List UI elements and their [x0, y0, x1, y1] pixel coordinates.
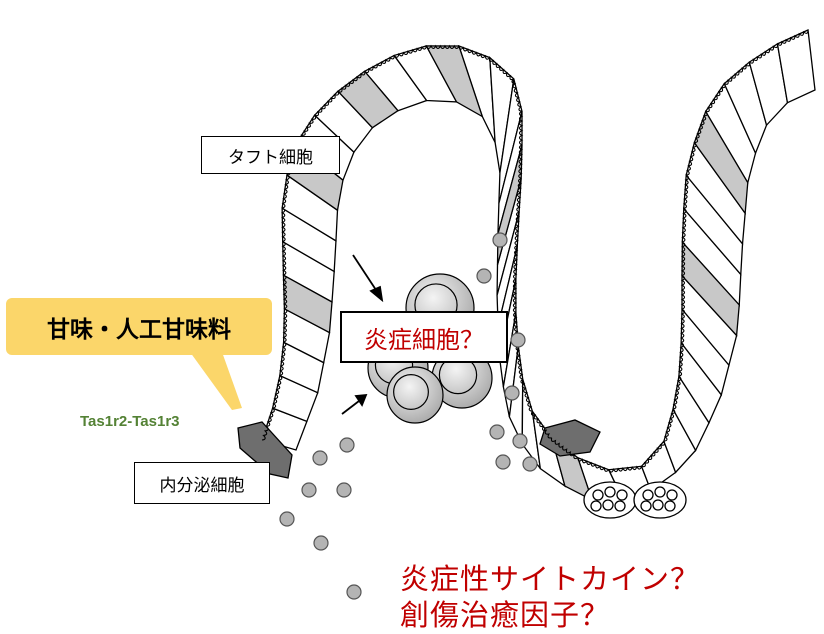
microvilli [281, 241, 287, 276]
enteroendocrine-cells [237, 419, 601, 479]
microvilli [282, 274, 288, 310]
secreted-dot [346, 584, 362, 600]
receptor-label: Tas1r2-Tas1r3 [80, 413, 180, 430]
secreted-dot [492, 232, 508, 248]
microvilli [705, 83, 726, 113]
microvilli [724, 61, 751, 85]
microvilli [393, 45, 427, 58]
inflammatory-cell [386, 366, 444, 424]
secreted-factors [279, 232, 538, 600]
paneth-granule [666, 489, 678, 501]
microvilli [530, 410, 552, 439]
tuft-cell [336, 70, 399, 129]
microvilli [511, 78, 523, 112]
microvilli [261, 407, 275, 441]
paneth-granule [664, 500, 676, 512]
microvilli [520, 378, 533, 412]
secreted-dot [489, 424, 505, 440]
inflammatory-cell-label: 炎症細胞？ [340, 311, 508, 363]
microvilli [681, 208, 687, 243]
paneth-granule [642, 489, 654, 501]
brush-border [261, 29, 809, 473]
paneth-granule [590, 500, 602, 512]
microvilli [686, 142, 697, 176]
secreted-dot [504, 385, 520, 401]
microvilli [694, 111, 708, 144]
microvilli [641, 441, 666, 468]
arrows [341, 254, 384, 415]
tuft-cell [681, 240, 740, 337]
microvilli [314, 91, 340, 117]
secreted-dot [336, 482, 352, 498]
arrow-tuft-to-inflam [352, 254, 379, 294]
secreted-dot [301, 482, 317, 498]
microvilli [364, 55, 395, 74]
secreted-dot [495, 454, 511, 470]
paneth-granule [604, 486, 616, 498]
microvilli [272, 375, 283, 409]
microvilli [518, 110, 524, 146]
enteroendocrine-cell [539, 419, 601, 457]
paneth-granule [654, 486, 666, 498]
sweetener-callout: 甘味・人工甘味料 [6, 298, 272, 355]
microvilli [279, 341, 287, 377]
microvilli [282, 308, 288, 343]
microvilli [682, 174, 690, 210]
enterocyte [776, 29, 816, 104]
tuft-cell [693, 110, 749, 216]
cytokine-question: 炎症性サイトカイン？ [400, 562, 701, 596]
microvilli [515, 345, 524, 380]
microvilli [337, 71, 366, 93]
secreted-dot [510, 332, 526, 348]
arrow-endo-head [354, 393, 368, 407]
paneth-granule [652, 499, 664, 511]
tuft-cell [282, 274, 333, 334]
enteroendocrine-cell-label: 内分泌細胞 [134, 462, 270, 504]
microvilli [672, 375, 682, 410]
microvilli [518, 144, 524, 179]
microvilli [679, 308, 685, 344]
microvilli [550, 437, 579, 460]
secreted-dot [339, 437, 355, 453]
tuft-cell-label: タフト細胞 [201, 136, 340, 174]
inflammatory-cell-nucleus [393, 374, 429, 410]
repair-factor-question: 創傷治癒因子？ [400, 598, 611, 632]
paneth-granule [616, 489, 628, 501]
secreted-dot [312, 450, 328, 466]
microvilli [777, 29, 809, 46]
microvilli [663, 408, 676, 442]
tuft-cell [425, 45, 484, 118]
microvilli [680, 241, 686, 277]
microvilli [512, 278, 518, 314]
secreted-dot [476, 268, 492, 284]
microvilli [677, 342, 685, 377]
microvilli [514, 211, 521, 246]
microvilli [512, 244, 519, 280]
microvilli [516, 177, 523, 213]
microvilli [680, 275, 686, 310]
secreted-dot [313, 535, 329, 551]
paneth-granule [614, 500, 626, 512]
microvilli [425, 44, 460, 50]
paneth-granule [640, 500, 652, 512]
paneth-granule [602, 499, 614, 511]
microvilli [749, 43, 779, 64]
paneth-cells [583, 481, 687, 519]
microvilli [458, 45, 491, 60]
secreted-dot [512, 433, 528, 449]
secreted-dot [279, 511, 295, 527]
microvilli [488, 57, 515, 81]
microvilli [608, 465, 643, 473]
arrow-endo-to-inflam [341, 400, 360, 415]
microvilli [577, 457, 610, 472]
enteroendocrine-cell [237, 421, 293, 479]
paneth-granule [592, 489, 604, 501]
sweetener-callout-tail [190, 352, 242, 410]
microvilli [281, 174, 290, 209]
microvilli [280, 207, 286, 243]
epithelium [261, 29, 816, 501]
arrow-tuft-head [369, 285, 384, 303]
secreted-dot [522, 456, 538, 472]
